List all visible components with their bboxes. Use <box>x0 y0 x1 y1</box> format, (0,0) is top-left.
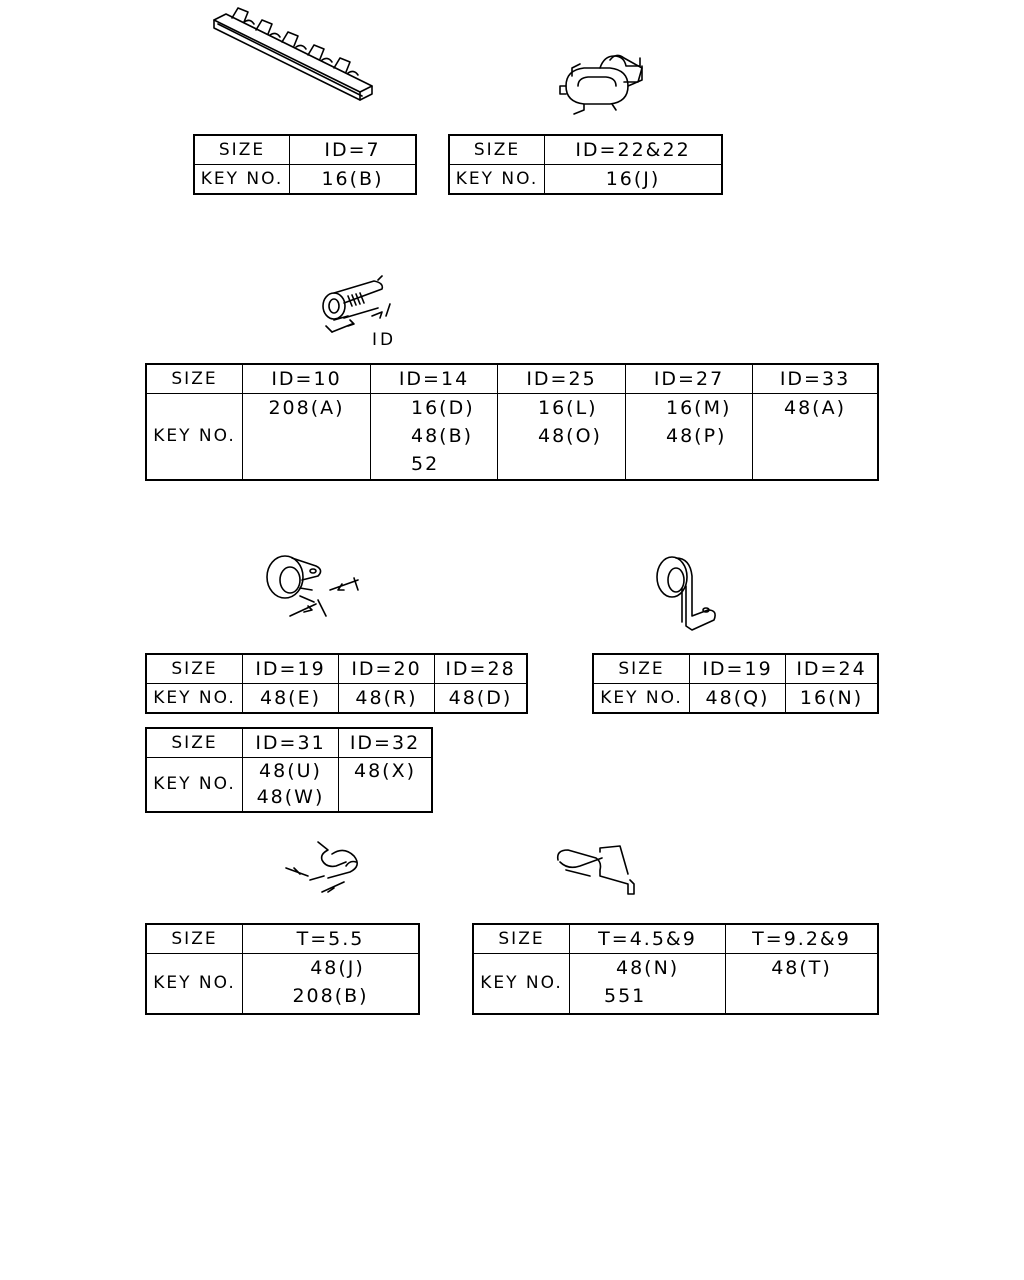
key-cell: 16(D) 48(B) 52 <box>370 393 498 480</box>
key-no-label: KEY NO. <box>592 683 690 714</box>
key-number: 551 <box>604 985 647 1007</box>
standoff-clamp-illustration <box>656 556 716 631</box>
key-number: 208(B) <box>292 985 369 1007</box>
size-cell: ID=10 <box>242 363 371 394</box>
size-label: SIZE <box>145 923 243 954</box>
key-number: 48(N) <box>616 957 680 979</box>
key-number: 16(L) <box>538 397 598 419</box>
key-number: 16(M) <box>666 397 732 419</box>
size-cell: ID=20 <box>338 653 435 684</box>
key-number: 48(P) <box>666 425 727 447</box>
key-cell: 16(L) 48(O) <box>497 393 626 480</box>
size-cell: T=9.2&9 <box>725 923 879 954</box>
size-cell: ID=31 <box>242 727 339 758</box>
key-table-1: SIZE ID=7 KEY NO. 16(B) <box>193 134 417 195</box>
key-table-6: SIZE ID=31 ID=32 KEY NO. 48(U) 48(W) 48(… <box>145 727 433 813</box>
key-cell: 208(A) <box>242 393 371 480</box>
key-number: 48(U) <box>259 760 322 782</box>
key-no-label: KEY NO. <box>145 393 243 480</box>
key-cell: 16(N) <box>785 683 879 714</box>
size-label: SIZE <box>145 363 243 394</box>
key-number: 48(X) <box>353 760 417 782</box>
key-cell: 48(R) <box>338 683 435 714</box>
key-number: 48(T) <box>771 957 832 979</box>
size-label: SIZE <box>193 134 290 165</box>
key-number: 48(W) <box>256 786 325 808</box>
id-dimension-label: ID <box>372 330 397 350</box>
key-table-7: SIZE T=5.5 KEY NO. 48(J) 208(B) <box>145 923 420 1015</box>
key-no-label: KEY NO. <box>193 164 290 195</box>
size-cell: ID=33 <box>752 363 879 394</box>
size-cell: ID=19 <box>689 653 786 684</box>
key-number: 48(O) <box>538 425 602 447</box>
size-cell: ID=32 <box>338 727 433 758</box>
key-no-label: KEY NO. <box>472 953 570 1014</box>
size-cell: ID=24 <box>785 653 879 684</box>
key-table-3: SIZE ID=10 ID=14 ID=25 ID=27 ID=33 KEY N… <box>145 363 879 481</box>
key-cell: 48(X) <box>338 757 433 812</box>
z-clip-illustration <box>556 845 635 895</box>
key-no-label: KEY NO. <box>448 164 545 195</box>
key-table-8: SIZE T=4.5&9 T=9.2&9 KEY NO. 48(N) 551 4… <box>472 923 879 1015</box>
double-clip-illustration <box>559 54 643 115</box>
key-cell: 16(B) <box>289 164 417 195</box>
size-cell: ID=25 <box>497 363 626 394</box>
p-clamp-illustration <box>266 555 359 617</box>
key-cell: 48(Q) <box>689 683 786 714</box>
size-cell: ID=19 <box>242 653 339 684</box>
size-label: SIZE <box>592 653 690 684</box>
thickness-clip-illustration <box>285 841 358 893</box>
size-cell: T=4.5&9 <box>569 923 726 954</box>
key-cell: 48(A) <box>752 393 879 480</box>
screw-clamp-illustration <box>322 275 391 333</box>
key-number: 48(A) <box>784 397 846 419</box>
size-label: SIZE <box>145 727 243 758</box>
size-cell: ID=7 <box>289 134 417 165</box>
key-no-label: KEY NO. <box>145 683 243 714</box>
size-cell: T=5.5 <box>242 923 420 954</box>
key-cell: 16(M) 48(P) <box>625 393 753 480</box>
size-cell: ID=14 <box>370 363 498 394</box>
key-number: 16(D) <box>411 397 475 419</box>
clip-strip-illustration <box>213 7 373 101</box>
key-cell: 48(N) 551 <box>569 953 726 1014</box>
size-cell: ID=27 <box>625 363 753 394</box>
key-table-2: SIZE ID=22&22 KEY NO. 16(J) <box>448 134 723 195</box>
key-no-label: KEY NO. <box>145 757 243 812</box>
key-number: 48(J) <box>310 957 365 979</box>
size-label: SIZE <box>448 134 545 165</box>
key-cell: 48(E) <box>242 683 339 714</box>
key-table-4: SIZE ID=19 ID=20 ID=28 KEY NO. 48(E) 48(… <box>145 653 528 714</box>
key-number: 48(B) <box>411 425 474 447</box>
size-label: SIZE <box>145 653 243 684</box>
size-cell: ID=22&22 <box>544 134 723 165</box>
key-number: 208(A) <box>268 397 345 419</box>
key-cell: 48(T) <box>725 953 879 1014</box>
key-cell: 48(U) 48(W) <box>242 757 339 812</box>
key-table-5: SIZE ID=19 ID=24 KEY NO. 48(Q) 16(N) <box>592 653 879 714</box>
key-cell: 16(J) <box>544 164 723 195</box>
key-cell: 48(J) 208(B) <box>242 953 420 1014</box>
key-number: 52 <box>411 453 440 475</box>
size-cell: ID=28 <box>434 653 528 684</box>
key-cell: 48(D) <box>434 683 528 714</box>
key-no-label: KEY NO. <box>145 953 243 1014</box>
size-label: SIZE <box>472 923 570 954</box>
